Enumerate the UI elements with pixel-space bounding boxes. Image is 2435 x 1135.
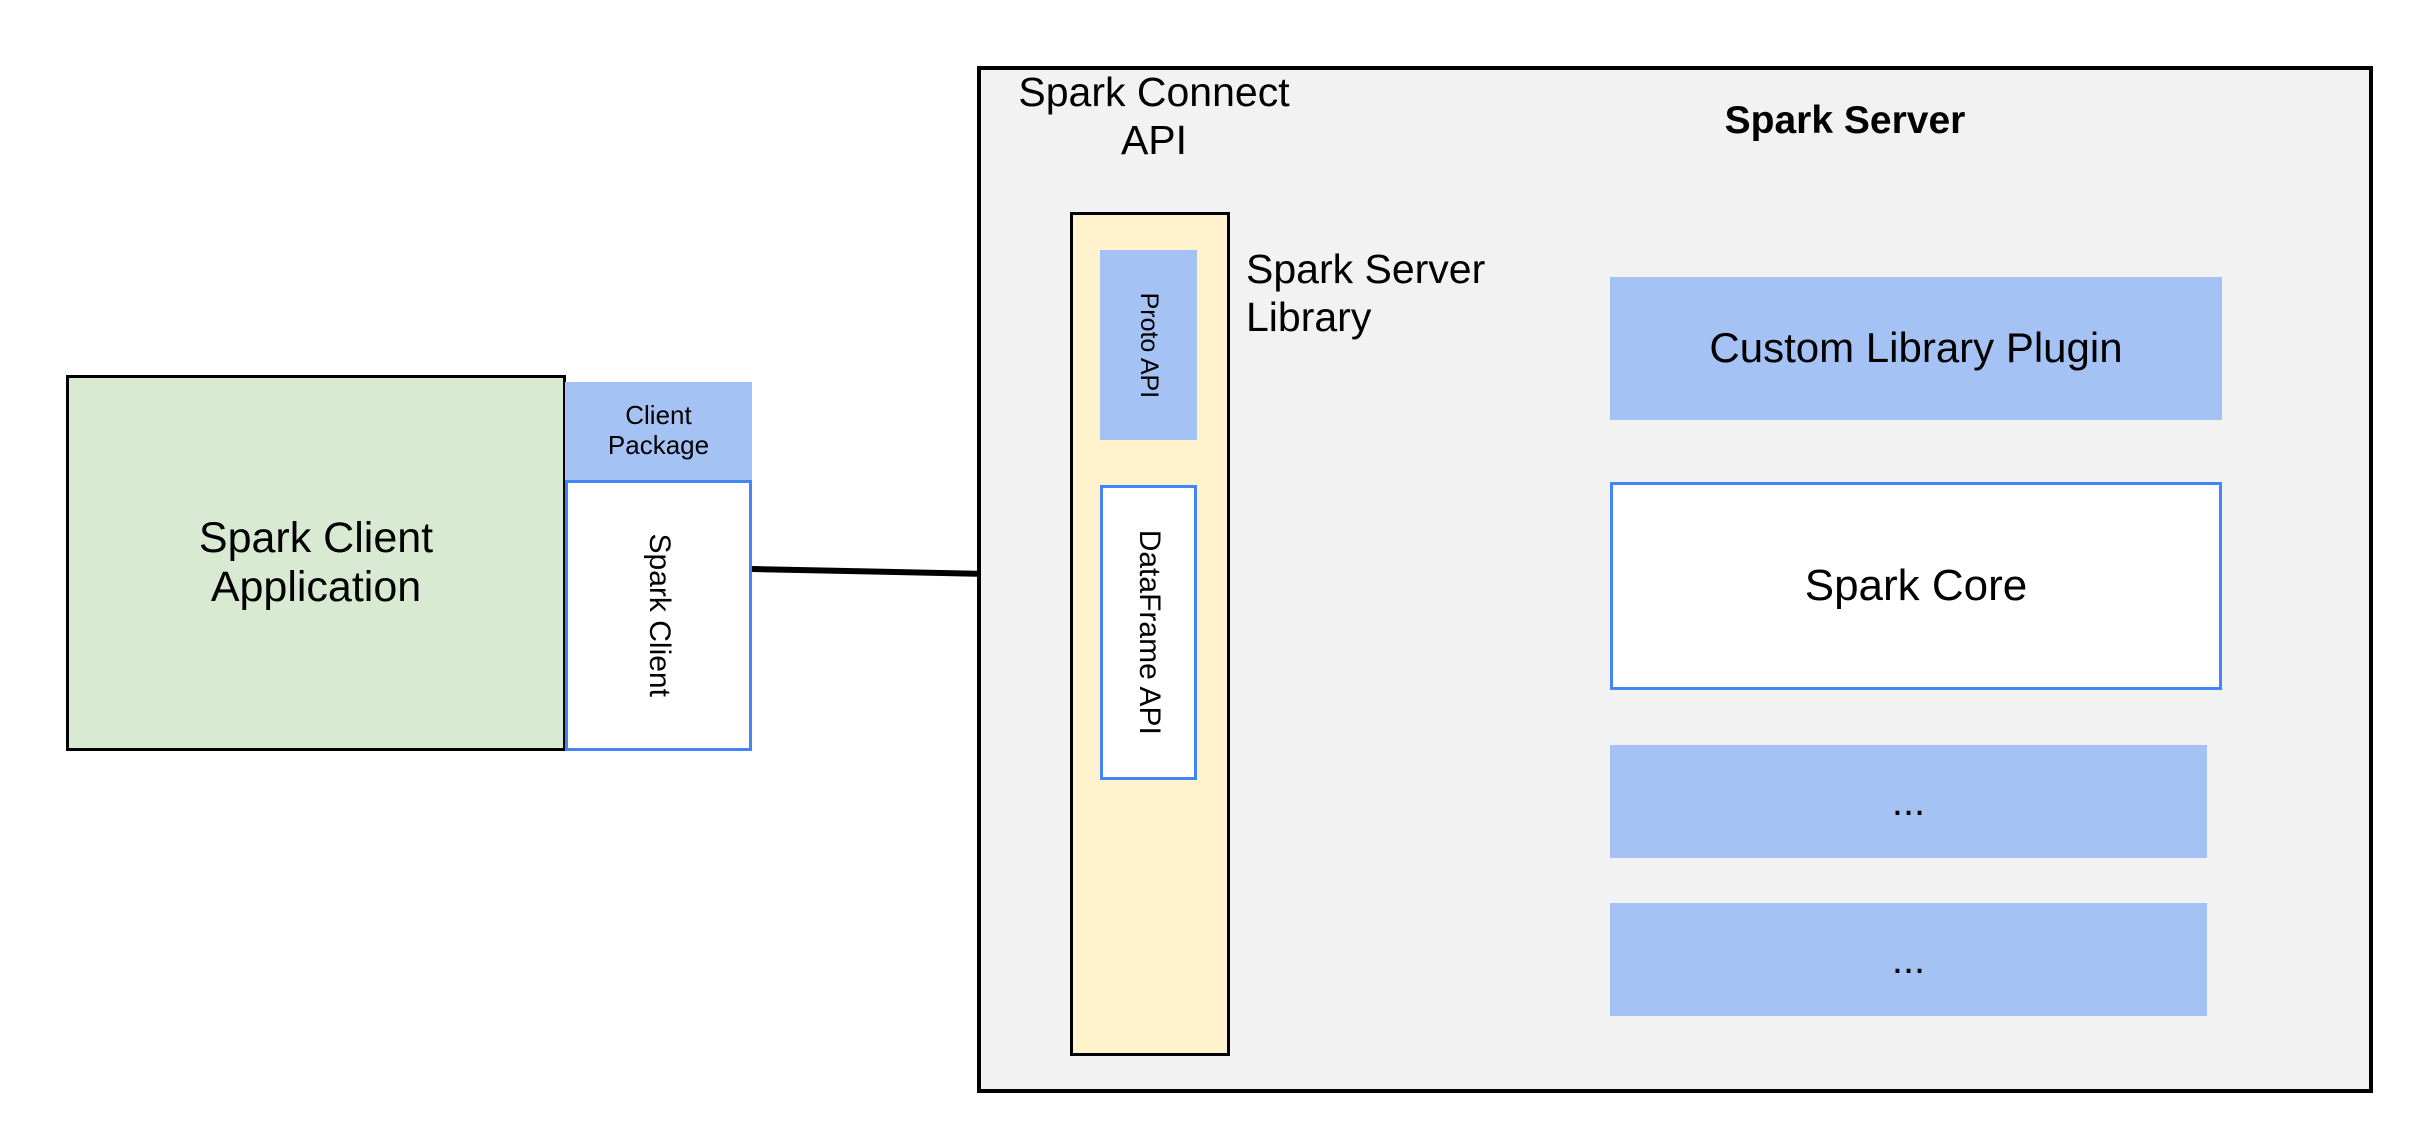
spark-connect-api-label: Spark Connect API — [1018, 69, 1290, 164]
proto-api-box[interactable]: Proto API — [1100, 250, 1197, 440]
placeholder-box-2-label: ... — [1891, 937, 1926, 982]
placeholder-box-2[interactable]: ... — [1610, 903, 2207, 1016]
spark-server-title-label: Spark Server — [1724, 99, 1966, 142]
custom-library-plugin-box[interactable]: Custom Library Plugin — [1610, 277, 2222, 420]
placeholder-box-1[interactable]: ... — [1610, 745, 2207, 858]
spark-client-label: Spark Client — [642, 533, 676, 698]
spark-client-application-label: Spark Client Application — [198, 513, 434, 611]
spark-core-box[interactable]: Spark Core — [1610, 482, 2222, 690]
spark-core-label: Spark Core — [1804, 560, 2028, 610]
custom-library-plugin-label: Custom Library Plugin — [1709, 324, 2123, 372]
dataframe-api-label: DataFrame API — [1132, 529, 1166, 736]
spark-client-application-box[interactable]: Spark Client Application — [66, 375, 566, 751]
placeholder-box-1-label: ... — [1891, 779, 1926, 824]
client-package-box[interactable]: Client Package — [565, 382, 752, 480]
proto-api-label: Proto API — [1134, 292, 1163, 398]
dataframe-api-box[interactable]: DataFrame API — [1100, 485, 1197, 780]
client-package-label: Client Package — [607, 400, 710, 460]
spark-server-library-label: Spark Server Library — [1246, 246, 1486, 341]
spark-client-box[interactable]: Spark Client — [565, 480, 752, 751]
